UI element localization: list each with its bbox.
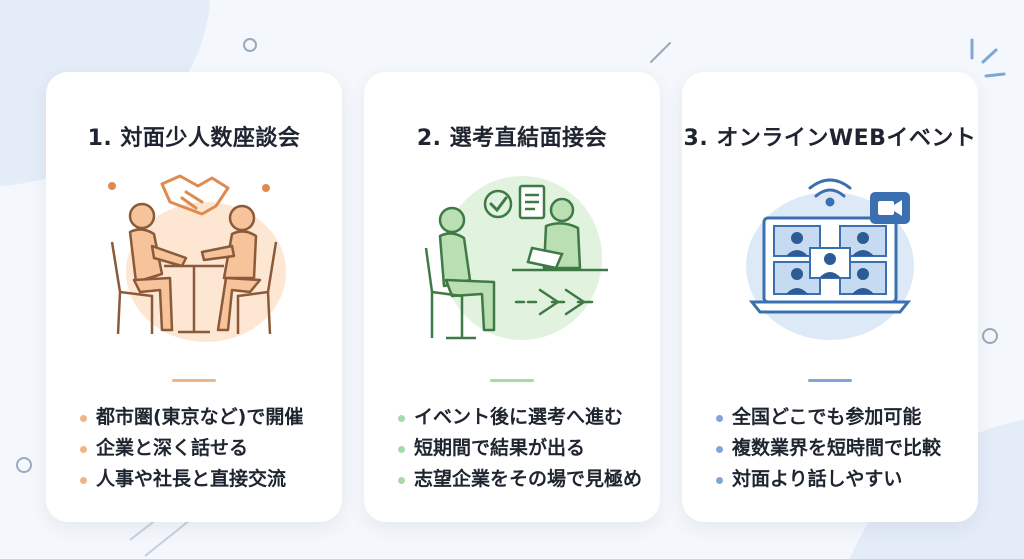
video-camera-icon <box>870 192 910 224</box>
feature-list: イベント後に選考へ進む 短期間で結果が出る 志望企業をその場で見極め <box>398 402 642 495</box>
bullet-dot <box>398 446 405 453</box>
list-item: 対面より話しやすい <box>716 464 941 495</box>
bullet-dot <box>80 446 87 453</box>
list-item-text: 企業と深く話せる <box>96 437 249 459</box>
divider <box>490 379 534 382</box>
meeting-illustration <box>108 174 286 342</box>
document-icon <box>518 184 546 220</box>
card-title: 2. 選考直結面接会 <box>416 126 608 151</box>
card-online-web-event: 3. オンラインWEBイベント <box>682 72 978 522</box>
feature-list: 全国どこでも参加可能 複数業界を短時間で比較 対面より話しやすい <box>716 402 941 495</box>
list-item: イベント後に選考へ進む <box>398 402 642 433</box>
laptop-icon <box>748 216 912 314</box>
bullet-dot <box>398 477 405 484</box>
list-item-text: 都市圏(東京など)で開催 <box>96 406 304 428</box>
card-face-to-face: 1. 対面少人数座談会 都市圏(東京など)で開催 企業と深く <box>46 72 342 522</box>
list-item: 志望企業をその場で見極め <box>398 464 642 495</box>
checkmark-icon <box>483 189 513 219</box>
feature-list: 都市圏(東京など)で開催 企業と深く話せる 人事や社長と直接交流 <box>80 402 303 495</box>
bullet-dot <box>80 415 87 422</box>
card-title: 3. オンラインWEBイベント <box>683 126 977 151</box>
arrow-right-icon <box>514 288 594 316</box>
list-item: 全国どこでも参加可能 <box>716 402 941 433</box>
bullet-dot <box>716 477 723 484</box>
list-item-text: 対面より話しやすい <box>732 468 903 490</box>
handshake-icon <box>160 174 230 216</box>
divider <box>172 379 216 382</box>
list-item-text: 全国どこでも参加可能 <box>732 406 922 428</box>
online-event-illustration <box>746 178 914 340</box>
bullet-dot <box>716 415 723 422</box>
list-item: 複数業界を短時間で比較 <box>716 433 941 464</box>
list-item: 企業と深く話せる <box>80 433 303 464</box>
list-item-text: 短期間で結果が出る <box>414 437 586 459</box>
wifi-icon <box>808 178 852 207</box>
list-item: 人事や社長と直接交流 <box>80 464 303 495</box>
card-title: 1. 対面少人数座談会 <box>87 126 301 151</box>
interview-illustration <box>424 176 608 340</box>
divider <box>808 379 852 382</box>
bullet-dot <box>398 415 405 422</box>
bullet-dot <box>716 446 723 453</box>
list-item-text: 複数業界を短時間で比較 <box>732 437 942 459</box>
list-item: 短期間で結果が出る <box>398 433 642 464</box>
list-item-text: 人事や社長と直接交流 <box>96 468 287 490</box>
bullet-dot <box>80 477 87 484</box>
list-item-text: 志望企業をその場で見極め <box>414 468 643 490</box>
list-item-text: イベント後に選考へ進む <box>414 406 624 428</box>
card-selection-interview: 2. 選考直結面接会 <box>364 72 660 522</box>
list-item: 都市圏(東京など)で開催 <box>80 402 303 433</box>
